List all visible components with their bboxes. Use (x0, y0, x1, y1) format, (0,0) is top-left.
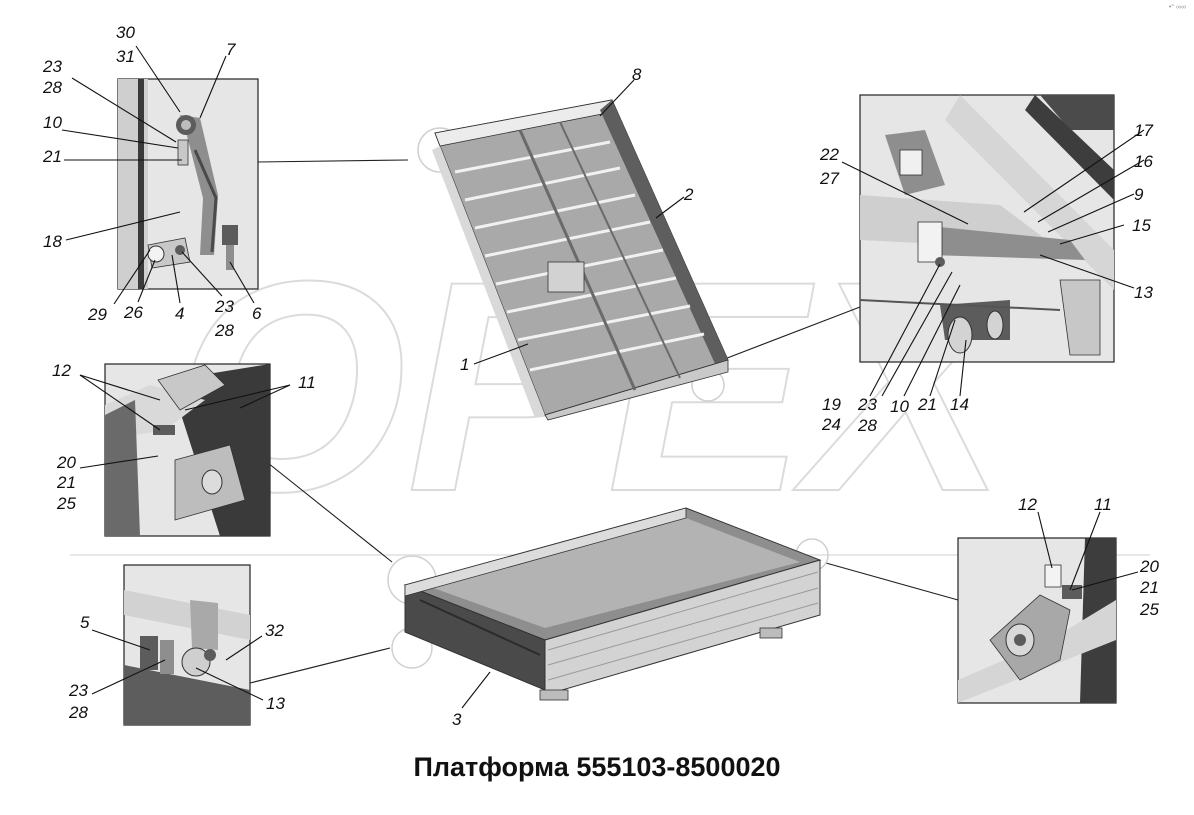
label-23: 23 (68, 681, 88, 700)
label-25: 25 (56, 494, 76, 513)
label-19: 19 (822, 395, 841, 414)
label-20: 20 (56, 453, 76, 472)
label-18: 18 (43, 232, 62, 251)
label-6: 6 (252, 304, 262, 323)
label-24: 24 (821, 415, 841, 434)
label-13: 13 (266, 694, 285, 713)
label-31: 31 (116, 47, 135, 66)
platform-top-view (432, 99, 729, 421)
platform-side-view (403, 507, 822, 701)
label-17: 17 (1134, 121, 1153, 140)
label-4: 4 (175, 304, 184, 323)
label-21: 21 (42, 147, 62, 166)
label-25: 25 (1139, 600, 1159, 619)
label-12: 12 (1018, 495, 1037, 514)
label-16: 16 (1134, 152, 1153, 171)
label-23: 23 (42, 57, 62, 76)
label-13: 13 (1134, 283, 1153, 302)
detail-view-top-left (117, 78, 259, 290)
label-5: 5 (80, 613, 90, 632)
detail-view-top-right (859, 94, 1115, 363)
detail-view-mid-left (104, 363, 271, 537)
label-21: 21 (917, 395, 937, 414)
label-21: 21 (56, 473, 76, 492)
label-14: 14 (950, 395, 969, 414)
detail-view-bottom-right (957, 537, 1117, 704)
label-11: 11 (1094, 495, 1112, 514)
page-title: Платформа 555103-8500020 (413, 752, 781, 782)
connector-lines (249, 159, 959, 684)
label-30: 30 (116, 23, 135, 42)
label-15: 15 (1132, 216, 1151, 235)
label-28: 28 (68, 703, 88, 722)
label-28: 28 (857, 416, 877, 435)
label-23: 23 (857, 395, 877, 414)
label-26: 26 (123, 303, 143, 322)
label-21: 21 (1139, 578, 1159, 597)
label-10: 10 (43, 113, 62, 132)
label-10: 10 (890, 397, 909, 416)
label-7: 7 (226, 40, 236, 59)
label-20: 20 (1139, 557, 1159, 576)
label-8: 8 (632, 65, 642, 84)
label-3: 3 (452, 710, 462, 729)
label-9: 9 (1134, 185, 1144, 204)
detail-view-bottom-left (123, 564, 251, 726)
leader-lines (61, 45, 1145, 709)
label-1: 1 (460, 355, 469, 374)
label-29: 29 (87, 305, 107, 324)
corner-mark: •° ∞∞ (1168, 4, 1186, 11)
label-27: 27 (819, 169, 839, 188)
label-23: 23 (214, 297, 234, 316)
label-12: 12 (52, 361, 71, 380)
label-22: 22 (819, 145, 839, 164)
label-2: 2 (683, 185, 694, 204)
label-28: 28 (42, 78, 62, 97)
label-28: 28 (214, 321, 234, 340)
label-32: 32 (265, 621, 284, 640)
label-11: 11 (298, 373, 316, 392)
